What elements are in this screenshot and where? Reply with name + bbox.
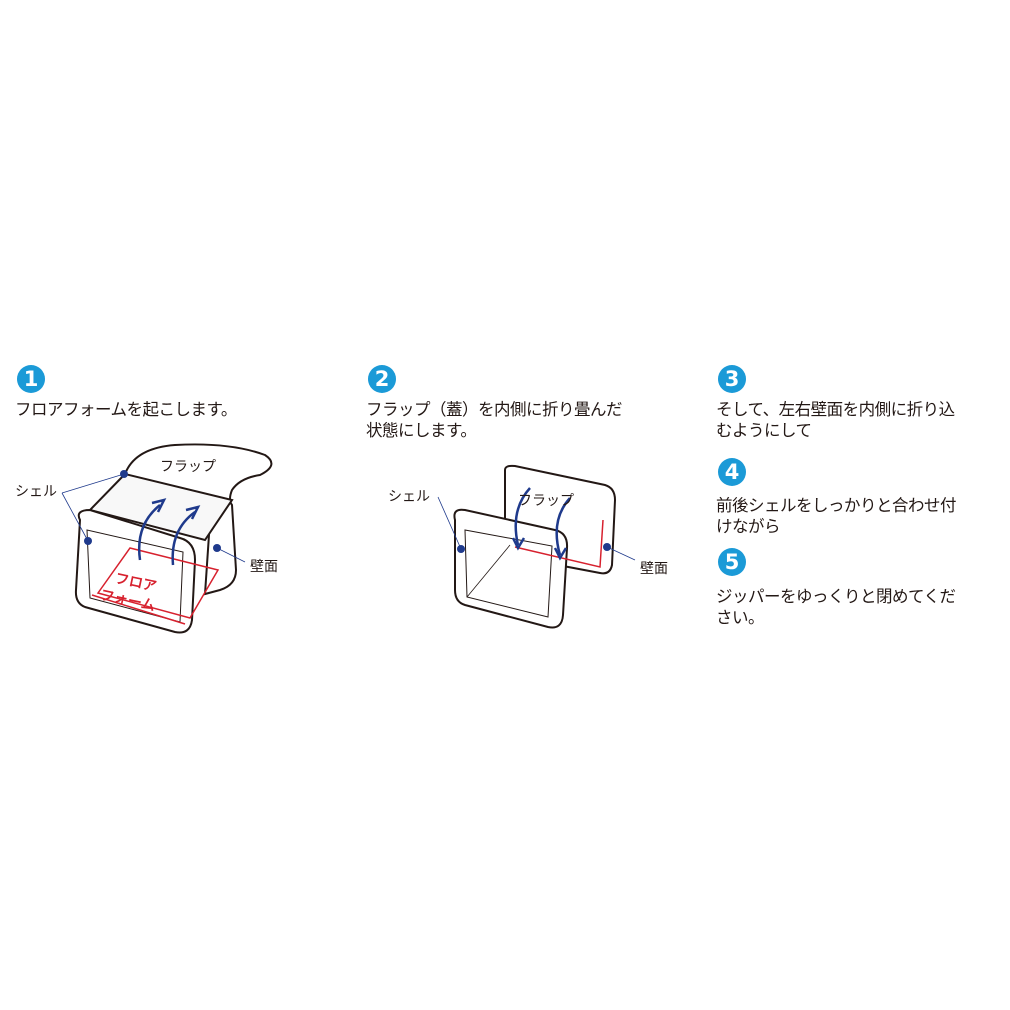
step-4-text-line-2: けながら: [716, 517, 781, 536]
step-4-text-line-1: 前後シェルをしっかりと合わせ付: [716, 496, 957, 515]
step-4-number: 4: [718, 458, 746, 486]
step-1-number: 1: [17, 365, 45, 393]
figure-2-flap-label: フラップ: [518, 493, 574, 509]
figure-1-flap-label: フラップ: [160, 459, 216, 475]
step-2-text-line-2: 状態にします。: [366, 421, 477, 440]
figure-1-shell-label: シェル: [15, 484, 57, 500]
step-3-number: 3: [718, 365, 746, 393]
step-5-text-line-2: さい。: [716, 608, 765, 627]
step-3-text-line-1: そして、左右壁面を内側に折り込: [716, 400, 955, 419]
step-3-text-line-2: むようにして: [716, 421, 812, 440]
step-5-number: 5: [718, 548, 746, 576]
step-1-text: フロアフォームを起こします。: [15, 400, 237, 419]
figure-1-wall-label: 壁面: [250, 559, 278, 575]
figure-2-wall-label: 壁面: [640, 561, 668, 577]
step-2-text-line-1: フラップ（蓋）を内側に折り畳んだ: [366, 400, 623, 419]
step-2-number: 2: [368, 365, 396, 393]
step-5-text-line-1: ジッパーをゆっくりと閉めてくだ: [716, 587, 956, 606]
figure-2-shell-label: シェル: [388, 489, 430, 505]
